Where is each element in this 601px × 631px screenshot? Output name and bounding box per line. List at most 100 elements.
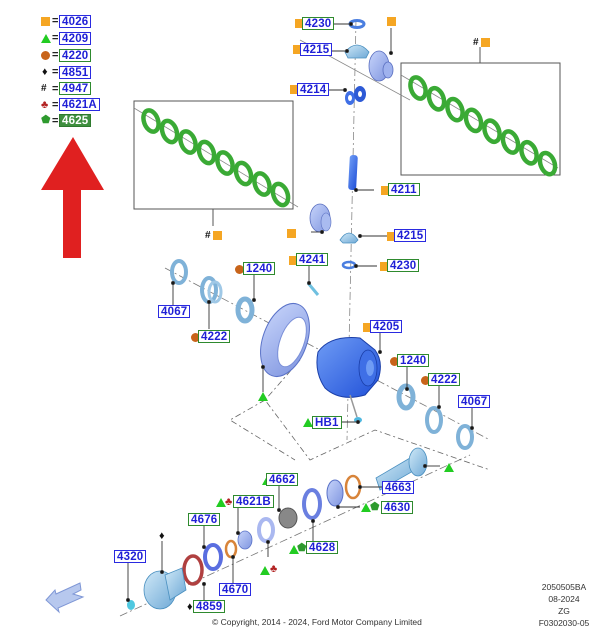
diamond-icon: ♦ (187, 601, 193, 613)
pinion-gear-top-right (368, 50, 394, 82)
square-icon (380, 262, 389, 271)
box-right-square-icon (481, 38, 490, 47)
callout-4230-top[interactable]: 4230 (302, 17, 335, 30)
clutch-plate (463, 107, 484, 134)
callout-4067-right[interactable]: 4067 (458, 395, 491, 408)
legend-hash-icon: # (41, 83, 47, 94)
legend-equals: = (52, 115, 59, 127)
square-icon (290, 85, 299, 94)
bearing-cup-4621b-ring (257, 517, 275, 543)
seal-4067-right (456, 424, 474, 450)
ring-gear (260, 303, 310, 377)
callout-4241[interactable]: 4241 (296, 253, 329, 266)
legend-code-4026[interactable]: 4026 (59, 15, 92, 28)
callout-4663[interactable]: 4663 (382, 481, 415, 494)
club-icon: ♣ (225, 496, 233, 508)
legend-code-4209[interactable]: 4209 (59, 32, 92, 45)
square-icon (289, 256, 298, 265)
pinion-gear-mid-left (309, 203, 332, 233)
doc-region: ZG (558, 606, 570, 616)
slinger-4676 (203, 543, 223, 571)
bearing-cone-4621b (237, 530, 253, 550)
collapsible-spacer-4662 (278, 507, 298, 529)
legend-triangle-icon (41, 34, 51, 43)
clutch-plate (215, 150, 235, 176)
clutch-plate (196, 139, 217, 166)
callout-4628[interactable]: 4628 (306, 541, 339, 554)
nut-4320 (127, 600, 135, 610)
box-right-hash-icon: # (473, 37, 479, 48)
red-up-arrow-icon (41, 137, 104, 258)
callout-4621b[interactable]: 4621B (233, 495, 274, 508)
legend-code-4625[interactable]: 4625 (59, 114, 92, 127)
callout-1240-left[interactable]: 1240 (243, 262, 276, 275)
legend-diamond-icon: ♦ (42, 66, 48, 78)
clutch-plate (537, 150, 558, 177)
differential-case-4205 (316, 337, 381, 398)
companion-flange (143, 567, 187, 610)
bearing-cup-4222-right (425, 406, 443, 434)
legend-equals: = (52, 49, 59, 61)
callout-4859[interactable]: 4859 (193, 600, 226, 613)
thrust-washer-4230-mid (341, 260, 357, 270)
legend-equals: = (52, 15, 59, 27)
legend-code-4947[interactable]: 4947 (59, 82, 92, 95)
callout-4214[interactable]: 4214 (297, 83, 330, 96)
square-icon (293, 45, 302, 54)
bearing-cone-1240-right (396, 383, 416, 411)
clutch-plate (500, 129, 521, 155)
callout-4215-mid[interactable]: 4215 (394, 229, 427, 242)
clutch-plate (141, 108, 161, 134)
front-direction-arrow-icon (45, 582, 85, 614)
legend-equals: = (52, 66, 59, 78)
doc-date: 08-2024 (548, 594, 580, 604)
clutch-plate (159, 118, 180, 145)
shim-4670 (224, 539, 238, 559)
pinion-shaft-block-4214 (345, 86, 366, 105)
callout-4230-mid[interactable]: 4230 (387, 259, 420, 272)
callout-4222-left[interactable]: 4222 (198, 330, 231, 343)
square-icon (387, 232, 396, 241)
leader-lines (126, 22, 474, 602)
callout-4205[interactable]: 4205 (370, 320, 403, 333)
seal-4067-left (170, 259, 188, 285)
clutch-plate (178, 129, 198, 155)
bolt-hb1 (349, 394, 362, 423)
callout-4067-left[interactable]: 4067 (158, 305, 191, 318)
legend-square-icon (41, 17, 50, 26)
shim-4663 (344, 474, 362, 500)
circle-icon (390, 357, 399, 366)
callout-4320[interactable]: 4320 (114, 550, 147, 563)
side-gear-4215-top (344, 44, 370, 59)
clutch-plate (445, 96, 465, 123)
clutch-plate (252, 171, 272, 197)
clutch-plates (141, 75, 558, 208)
pentagon-icon: ⬟ (370, 501, 380, 513)
seal-4859 (182, 554, 204, 586)
triangle-icon (216, 498, 226, 507)
legend-code-4220[interactable]: 4220 (59, 49, 92, 62)
triangle-icon (303, 418, 313, 427)
circle-icon (235, 265, 244, 274)
legend-code-4621a[interactable]: 4621A (59, 98, 100, 111)
bearing-cone-4630 (326, 479, 344, 507)
copyright-text: © Copyright, 2014 - 2024, Ford Motor Com… (212, 617, 422, 627)
callout-4630[interactable]: 4630 (381, 501, 414, 514)
clutch-plate (426, 85, 447, 112)
clutch-plate (270, 181, 291, 208)
callout-4222-right[interactable]: 4222 (428, 373, 461, 386)
legend-code-4851[interactable]: 4851 (59, 66, 92, 79)
callout-4676[interactable]: 4676 (188, 513, 221, 526)
callout-4215-top[interactable]: 4215 (300, 43, 333, 56)
callout-hb1[interactable]: HB1 (312, 416, 342, 429)
legend-pentagon-icon: ⬟ (41, 114, 51, 126)
club-icon: ♣ (270, 563, 278, 575)
callout-4670[interactable]: 4670 (219, 583, 252, 596)
triangle-icon (260, 566, 270, 575)
callout-1240-right[interactable]: 1240 (397, 354, 430, 367)
square-icon (387, 17, 396, 26)
callout-4662[interactable]: 4662 (266, 473, 299, 486)
side-gear-4215-mid (339, 232, 359, 244)
callout-4211[interactable]: 4211 (388, 183, 420, 196)
